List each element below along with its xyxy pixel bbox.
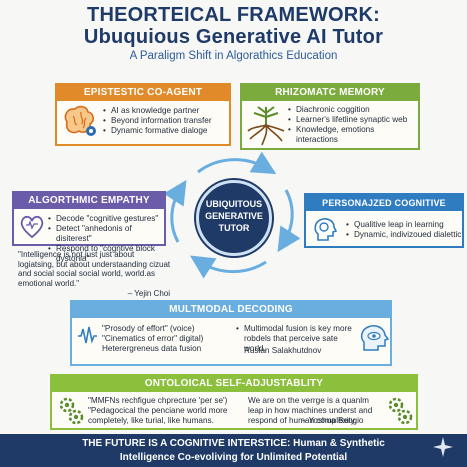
empathy-card: ALGORTHMIC EMPATHY Decode "cognitive ges…: [12, 191, 166, 263]
list-item: Heterergreneus data fusion: [102, 344, 202, 353]
decoding-title: MULTMODAL DECODING: [72, 302, 390, 318]
empathy-title: ALGORTHMIC EMPATHY: [14, 193, 164, 209]
rhizomatic-list: Diachronic coggition Learner's lifetline…: [288, 105, 418, 145]
decoding-attribution: Ruslan Salakhutdnov: [244, 346, 322, 355]
sparkle-icon: [432, 436, 454, 463]
synthesis-title: PERSONAJZED COGNITIVE SYNTHESIS: [306, 195, 462, 224]
list-item: AI as knowledge partner: [103, 106, 231, 116]
brain-gear-icon: [61, 104, 99, 140]
eye-head-icon: [360, 324, 390, 352]
title-line-1: THEORTEICAL FRAMEWORK:: [87, 4, 380, 26]
list-item: "Cinematics of error" digital): [102, 334, 204, 343]
list-item: Detect "anhedonis of disiterest": [48, 224, 166, 244]
page-subtitle: A Paraligm Shift in Algorathics Educatio…: [129, 50, 338, 62]
title-line-2: Ubuquious Generative AI Tutor: [83, 26, 384, 48]
empathy-list: Decode "cognitive gestures" Detect "anhe…: [48, 214, 166, 264]
epistemic-title: EPISTESTIC CO-AGENT: [57, 85, 229, 101]
cycle-arrows: [158, 150, 308, 280]
rhizomatic-card: RHIZOMATC MEMORY Diachronic coggition Le…: [240, 83, 420, 150]
synthesis-card: PERSONAJZED COGNITIVE SYNTHESIS Qualitiv…: [304, 193, 464, 248]
list-item: "Pedagocical the penciane world more com…: [88, 406, 228, 425]
footer-line-1: THE FUTURE IS A COGNITIVE INTERSTICE: Hu…: [82, 438, 385, 449]
synthesis-list: Qualitive leap in learning Dynamic, indi…: [346, 220, 464, 240]
ontological-left-list: "MMFNs rechfigue chprecture 'per se') "P…: [88, 396, 244, 426]
gears-icon: [57, 395, 85, 425]
ontological-card: ONTOLOICAL SELF-ADJUSTABLITY "MMFNs rech…: [50, 374, 418, 430]
list-item: "Prosody of effort" (voice): [102, 324, 195, 333]
list-item: Qualitive leap in learning: [346, 220, 464, 230]
decoding-card: MULTMODAL DECODING "Prosody of effort" (…: [70, 300, 392, 366]
decoding-left-list: "Prosody of effort" (voice) "Cinematics …: [102, 324, 232, 354]
head-bulb-icon: [312, 216, 338, 242]
list-item: Beyond information transfer: [103, 116, 231, 126]
list-item: Dynamic formative dialoge: [103, 126, 231, 136]
list-item: "MMFNs rechfigue chprecture 'per se'): [88, 396, 228, 405]
footer-banner: THE FUTURE IS A COGNITIVE INTERSTICE: Hu…: [0, 434, 467, 467]
list-item: Decode "cognitive gestures": [48, 214, 166, 224]
epistemic-card: EPISTESTIC CO-AGENT AI as knowledge part…: [55, 83, 231, 146]
empathy-quote: "Intelligence is not just just about log…: [18, 250, 171, 288]
tree-roots-icon: [246, 103, 286, 147]
empathy-attribution: – Yejin Choi: [127, 289, 170, 298]
list-item: Dynamic, indivizoued dialettic: [346, 230, 464, 240]
center-label: UBIQUITOUS GENERATIVE TUTOR: [205, 199, 263, 233]
list-item: Diachronic coggition: [288, 105, 418, 115]
ontological-attribution: – Yoshua Bengio: [302, 416, 364, 425]
ontological-title: ONTOLOICAL SELF-ADJUSTABLITY: [52, 376, 416, 392]
page-title: THEORTEICAL FRAMEWORK: Ubuquious Generat…: [0, 4, 467, 48]
gears-icon-right: [386, 395, 414, 425]
waveform-icon: [76, 324, 98, 348]
list-item: Learner's lifetline synaptic web: [288, 115, 418, 125]
heart-circuit-icon: [18, 212, 46, 240]
list-item: Knowledge, emotions interactions: [288, 125, 418, 145]
decoding-right-list: Multimodal fusion is key more robdels th…: [236, 324, 354, 354]
list-item: Respond to "cogntive block dystonia": [48, 244, 166, 264]
ontological-quote: We are on the verrge is a quanlm leap in…: [248, 396, 373, 425]
footer-line-2: Intelligence Co-evoliving for Unlimited …: [119, 452, 348, 463]
center-hub: UBIQUITOUS GENERATIVE TUTOR: [196, 180, 272, 256]
epistemic-list: AI as knowledge partner Beyond informati…: [103, 106, 231, 136]
rhizomatic-title: RHIZOMATC MEMORY: [242, 85, 418, 101]
list-item: Multimodal fusion is key more robdels th…: [236, 324, 354, 354]
